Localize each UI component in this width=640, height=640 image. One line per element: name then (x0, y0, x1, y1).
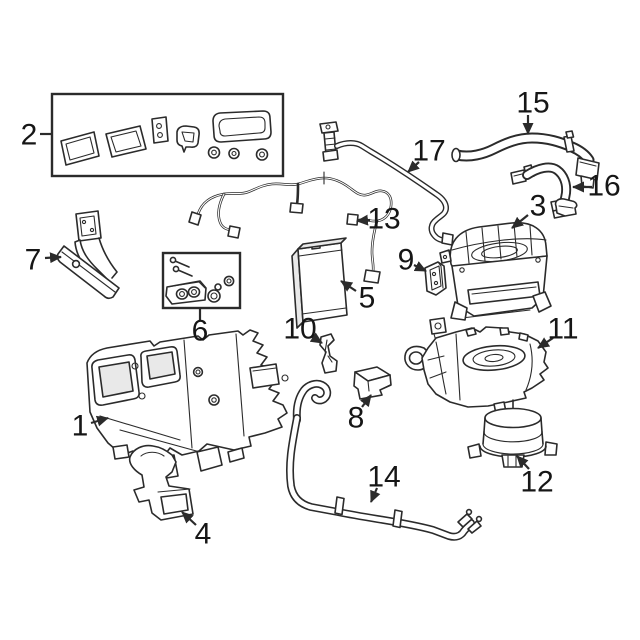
callout-leader-line (90, 415, 109, 427)
callout-leader-line (413, 261, 427, 272)
callout-leader-line (44, 252, 62, 264)
callout-seal-gasket-kit[interactable]: 2 (21, 119, 53, 152)
part-floor-air-duct (128, 444, 194, 521)
callout-leader-line (340, 280, 357, 292)
callout-leader-line (407, 160, 420, 173)
callout-number-6[interactable]: 6 (192, 315, 209, 348)
callout-heater-tube-assembly[interactable]: 14 (367, 461, 401, 503)
callout-floor-air-duct[interactable]: 4 (181, 511, 212, 551)
callout-number-11[interactable]: 11 (547, 313, 578, 346)
callout-leader-line (369, 487, 381, 503)
part-lower-intake-housing (404, 317, 549, 415)
callout-control-module[interactable]: 8 (348, 394, 372, 435)
callout-number-4[interactable]: 4 (195, 518, 212, 551)
part-heater-housing-bracket (554, 198, 578, 217)
callout-number-13[interactable]: 13 (367, 203, 400, 236)
callout-number-2[interactable]: 2 (21, 119, 38, 152)
callout-support-bracket[interactable]: 7 (25, 244, 62, 277)
callout-number-12[interactable]: 12 (520, 466, 553, 499)
part-heater-tube-assembly (285, 379, 483, 541)
callout-lower-intake-housing[interactable]: 11 (537, 313, 579, 349)
callout-number-14[interactable]: 14 (367, 461, 400, 494)
part-seal-gasket-kit (50, 92, 285, 178)
part-upper-heater-hose (451, 130, 600, 189)
callout-lower-heater-hose[interactable]: 16 (572, 170, 621, 203)
part-mounting-bracket (424, 261, 447, 296)
callout-number-3[interactable]: 3 (530, 190, 547, 223)
part-heater-supply-tube (319, 121, 454, 246)
part-wiring-harness (188, 171, 393, 284)
callout-leader-line (356, 214, 371, 226)
callout-number-8[interactable]: 8 (348, 402, 365, 435)
part-heater-core-housing (439, 221, 552, 321)
callout-leader-line (516, 455, 530, 470)
callout-number-17[interactable]: 17 (412, 135, 445, 168)
callout-wiring-harness[interactable]: 13 (356, 203, 401, 236)
callout-mounting-bracket[interactable]: 9 (398, 244, 427, 277)
callout-leader-line (537, 337, 554, 349)
callout-leader-line (360, 394, 372, 408)
callout-main-hvac-housing[interactable]: 1 (72, 410, 109, 443)
part-support-bracket (56, 210, 120, 300)
part-main-hvac-housing (86, 329, 289, 481)
callout-number-7[interactable]: 7 (25, 244, 42, 277)
part-drain-hose (319, 333, 338, 374)
callout-number-9[interactable]: 9 (398, 244, 415, 277)
callout-leader-line (181, 511, 197, 526)
callout-number-16[interactable]: 16 (587, 170, 620, 203)
callout-expansion-valve-kit[interactable]: 6 (192, 309, 209, 348)
callout-drain-hose[interactable]: 10 (283, 313, 323, 346)
callout-heater-core-housing[interactable]: 3 (511, 190, 547, 229)
part-evaporator-core (291, 237, 348, 329)
callout-number-5[interactable]: 5 (359, 282, 376, 315)
callout-evaporator-core[interactable]: 5 (340, 280, 376, 315)
callout-leader-line (309, 332, 323, 344)
callout-number-1[interactable]: 1 (72, 410, 89, 443)
callout-upper-heater-hose[interactable]: 15 (516, 87, 550, 135)
callout-number-15[interactable]: 15 (516, 87, 549, 120)
callout-heater-supply-tube[interactable]: 17 (407, 135, 446, 173)
part-control-module (353, 366, 392, 400)
part-blower-motor (467, 399, 558, 468)
callout-blower-motor[interactable]: 12 (516, 455, 554, 499)
callout-leader-line (511, 214, 529, 229)
part-expansion-valve-kit (161, 251, 242, 310)
callout-number-10[interactable]: 10 (283, 313, 316, 346)
